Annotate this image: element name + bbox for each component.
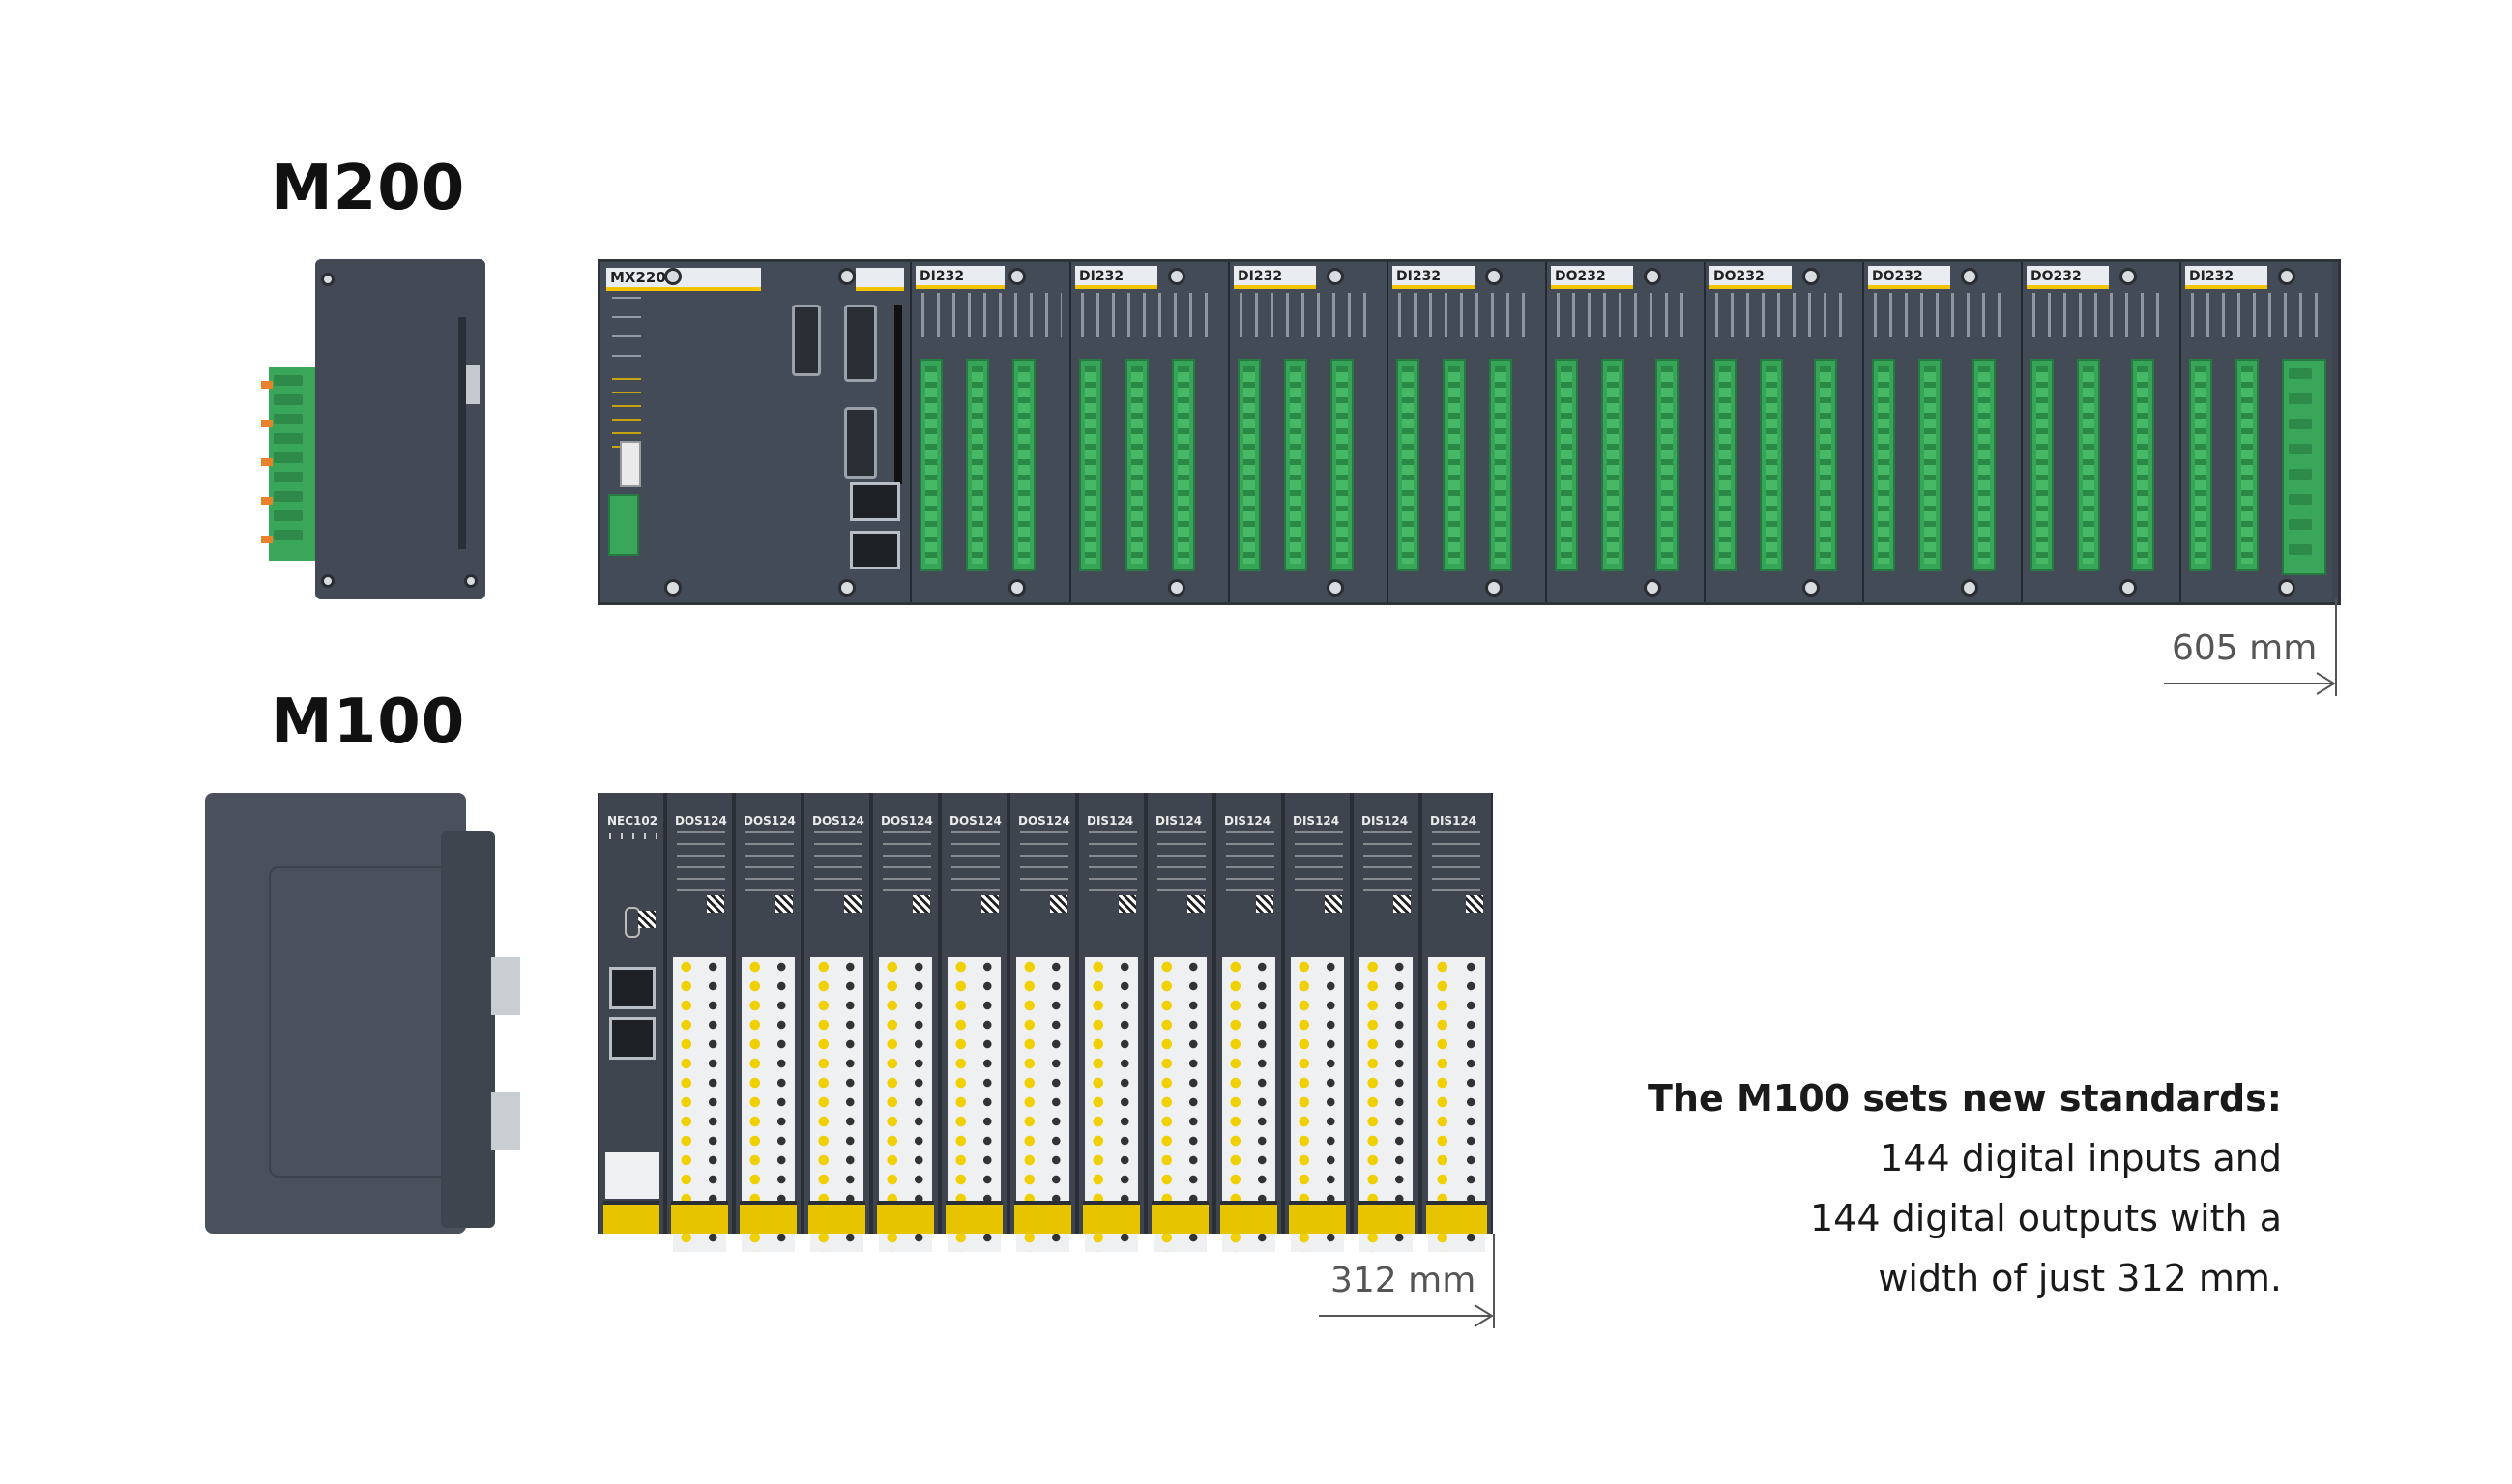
m100-caption: The M100 sets new standards: 144 digital… xyxy=(1648,1068,2282,1308)
m200-width-line xyxy=(2164,683,2334,684)
m100-width-label: 312 mm xyxy=(1330,1261,1476,1300)
m100-side-housing xyxy=(205,793,466,1234)
m200-cpu-module: MX220 xyxy=(600,262,912,602)
m100-width-tick xyxy=(1493,1234,1495,1328)
din-rail-clip xyxy=(491,957,520,1015)
m200-io-module: DO232 xyxy=(2023,262,2181,602)
m200-cpu-label: MX220 xyxy=(610,269,666,286)
usb-port[interactable] xyxy=(620,441,641,487)
green-connector-plug xyxy=(261,367,317,561)
m200-side-view xyxy=(261,259,491,602)
m100-io-module: DIS124 xyxy=(1352,793,1420,1252)
m100-io-module: DIS124 xyxy=(1146,793,1214,1252)
eth1-port[interactable] xyxy=(850,482,900,521)
m100-side-view xyxy=(205,793,524,1234)
com2-port[interactable] xyxy=(844,407,877,479)
m100-io-module: DOS124 xyxy=(734,793,803,1252)
green-connector-plug xyxy=(2282,359,2326,575)
m200-io-module: DI232 xyxy=(1388,262,1547,602)
m100-io-module: DOS124 xyxy=(871,793,940,1252)
m200-io-module: DI232 xyxy=(912,262,1071,602)
m200-title: M200 xyxy=(271,153,466,224)
m200-io-module: DI232 xyxy=(1230,262,1388,602)
m200-io-module: DI232 xyxy=(1071,262,1230,602)
m200-io-module: DI232 xyxy=(2181,262,2332,602)
memory-card-slot[interactable] xyxy=(894,305,902,484)
m200-rack: MX220 DI232 DI232 DI232 DI232 xyxy=(598,259,2341,605)
m100-width-line xyxy=(1319,1315,1491,1317)
eth1-port[interactable] xyxy=(609,967,656,1009)
m100-io-module: DIS124 xyxy=(1283,793,1352,1252)
m100-io-module: DIS124 xyxy=(1214,793,1283,1252)
m200-io-module: DO232 xyxy=(1864,262,2023,602)
m100-rack: NEC102 DOS124 DOS124 DOS124 DOS124 DOS12… xyxy=(598,793,1493,1252)
m200-arrow-icon xyxy=(2316,672,2336,695)
eth2-port[interactable] xyxy=(609,1017,656,1060)
din-rail-clip xyxy=(491,1092,520,1150)
power-connector[interactable] xyxy=(608,494,639,556)
m200-width-tick xyxy=(2335,599,2337,696)
caption-line: 144 digital inputs and xyxy=(1880,1137,2282,1179)
caption-line: width of just 312 mm. xyxy=(1878,1257,2282,1299)
m100-io-module: DOS124 xyxy=(665,793,734,1252)
eth2-port[interactable] xyxy=(850,531,900,569)
can-port[interactable] xyxy=(792,305,821,376)
caption-headline: The M100 sets new standards: xyxy=(1648,1077,2282,1120)
m200-io-module: DO232 xyxy=(1547,262,1706,602)
m100-io-module: DOS124 xyxy=(1008,793,1077,1252)
m200-width-label: 605 mm xyxy=(2172,628,2318,668)
m200-io-module: DO232 xyxy=(1706,262,1864,602)
m100-title: M100 xyxy=(271,686,466,758)
com1-port[interactable] xyxy=(844,305,877,382)
caption-line: 144 digital outputs with a xyxy=(1810,1197,2282,1239)
m200-side-housing xyxy=(315,259,485,599)
m100-io-module: DIS124 xyxy=(1420,793,1493,1252)
m100-io-module: DOS124 xyxy=(803,793,871,1252)
m100-io-module: DOS124 xyxy=(940,793,1008,1252)
m100-cpu-label: NEC102 xyxy=(607,814,658,828)
m100-cpu-module: NEC102 xyxy=(598,793,665,1234)
m100-arrow-icon xyxy=(1474,1304,1494,1327)
m100-io-module: DIS124 xyxy=(1077,793,1146,1252)
